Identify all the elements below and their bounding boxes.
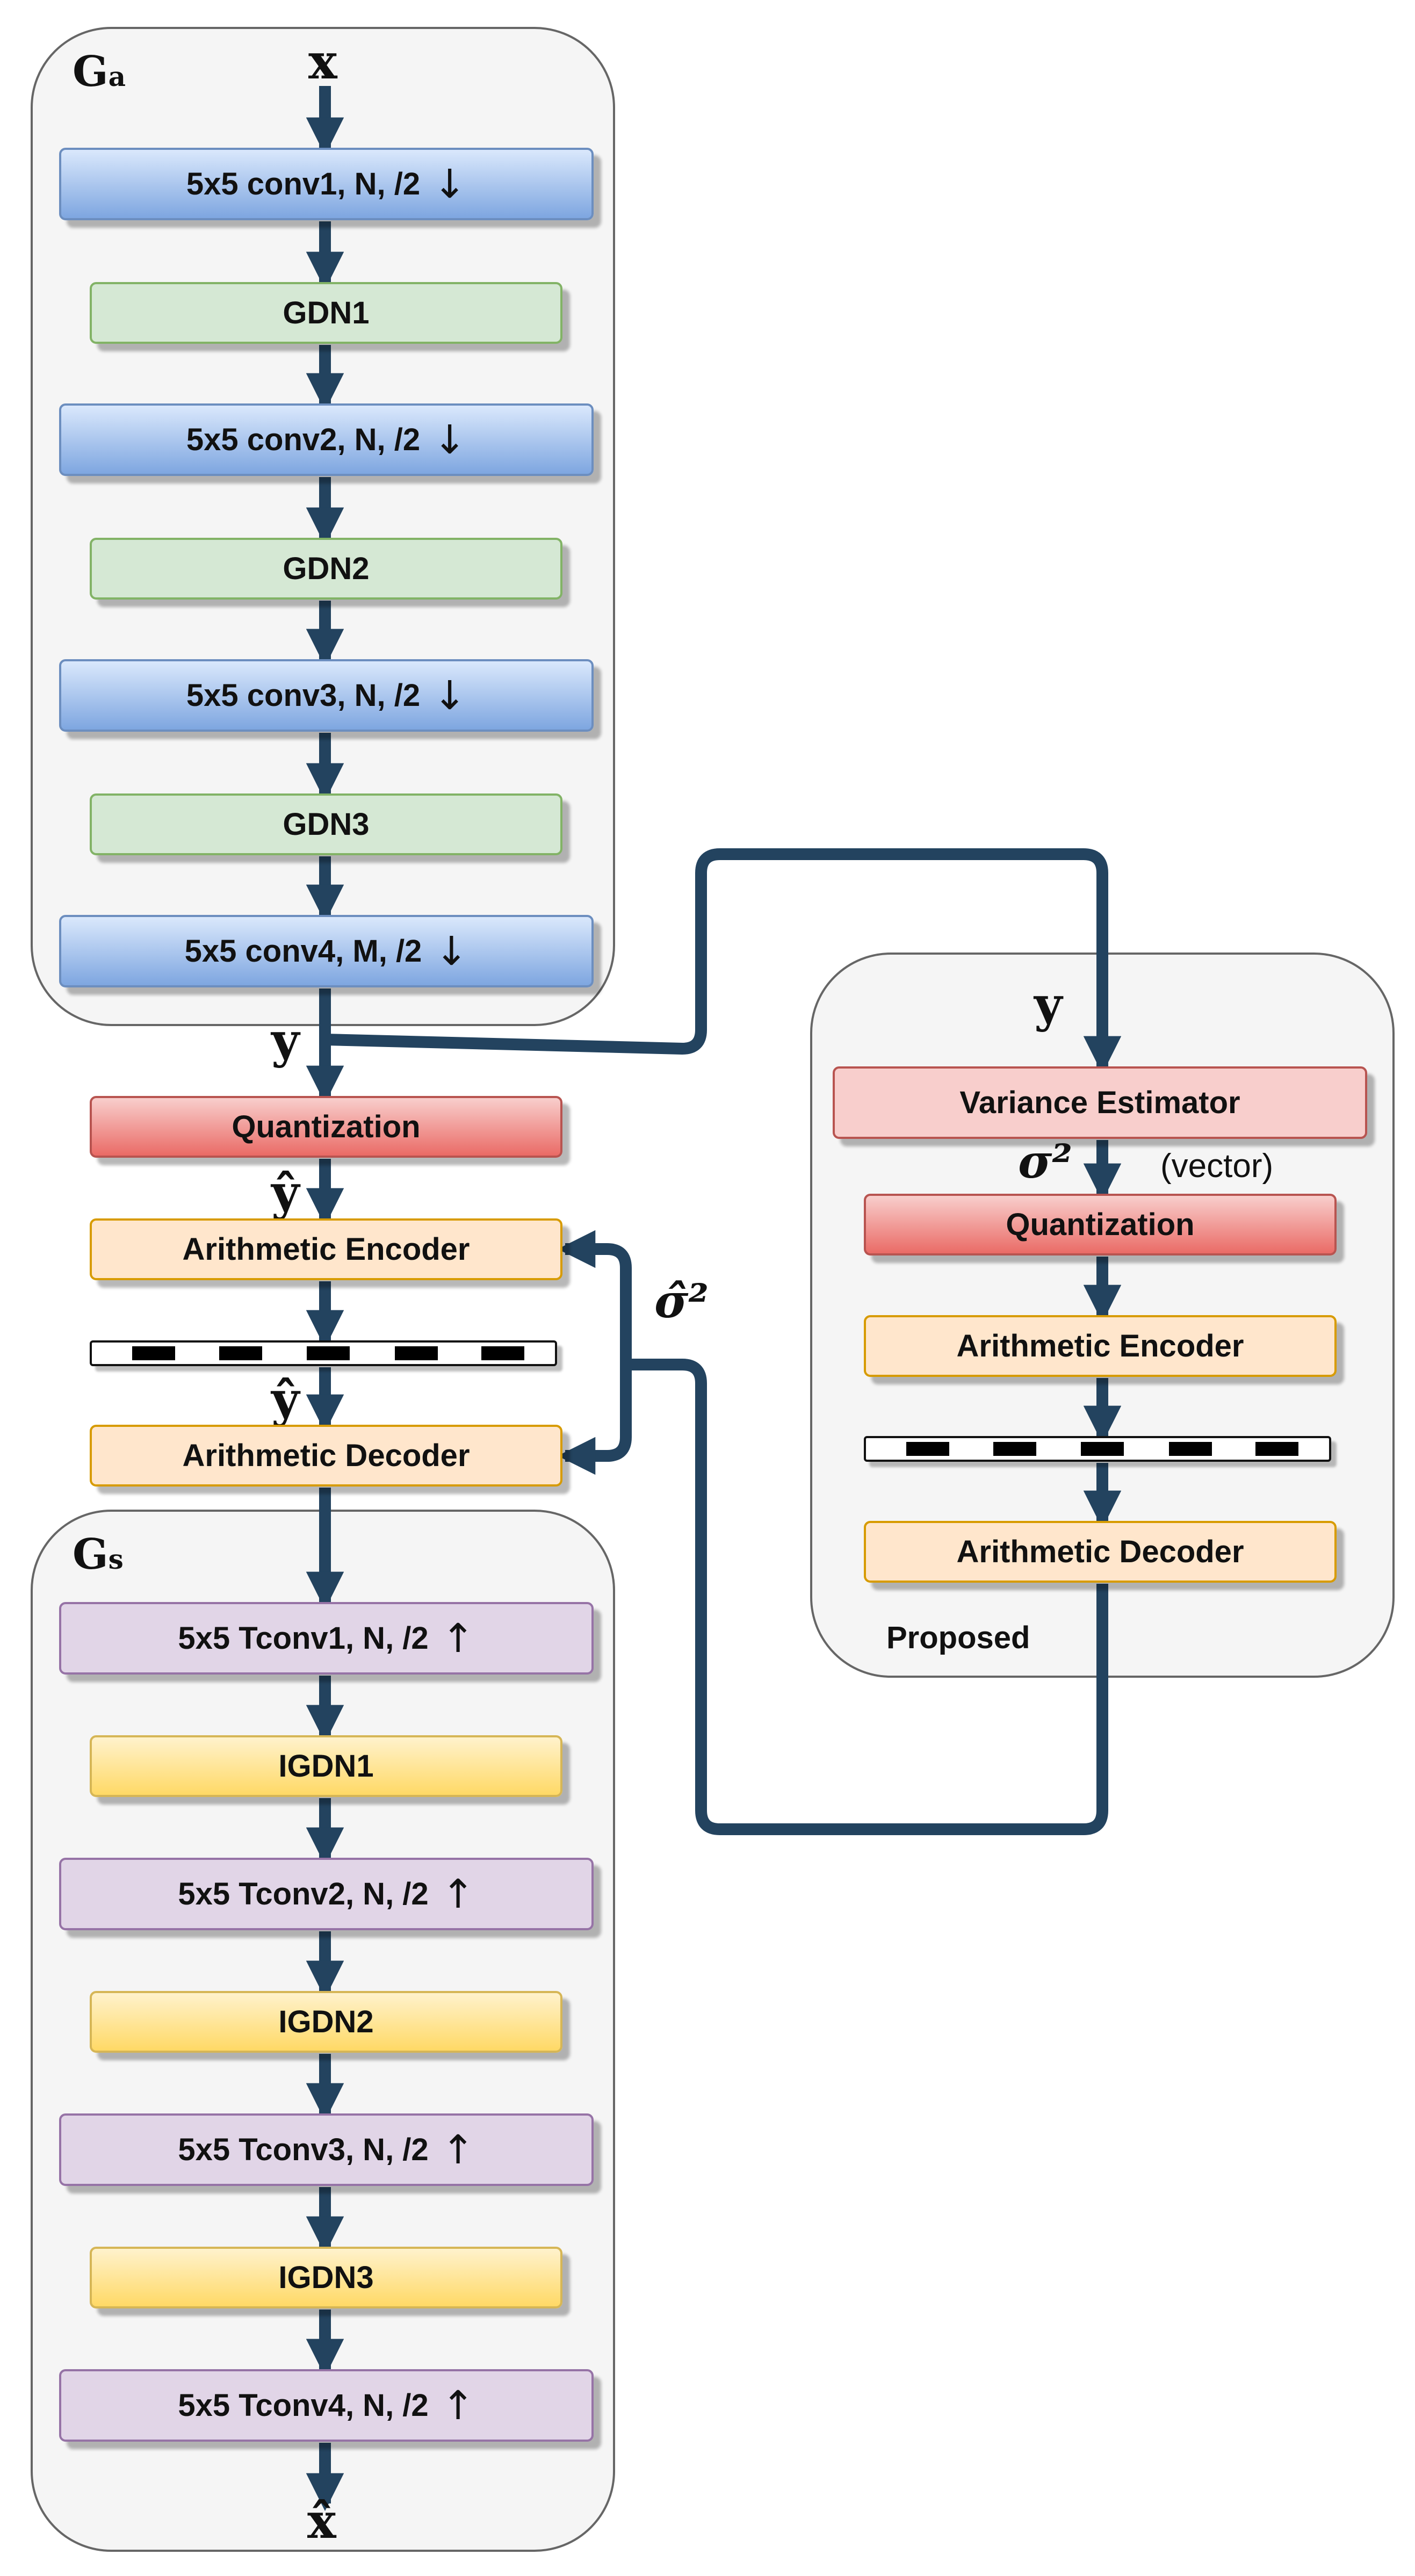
bit-mark xyxy=(395,1346,438,1360)
bit-mark xyxy=(481,1346,524,1360)
downsample-icon: ↓ xyxy=(435,928,468,975)
gdn1-label: GDN1 xyxy=(283,295,370,330)
bit-mark xyxy=(906,1442,949,1456)
proposed-bitstream-tape xyxy=(864,1436,1331,1462)
proposed-arithmetic-encoder-label: Arithmetic Encoder xyxy=(956,1329,1244,1363)
decoder-title-sub: s xyxy=(108,1543,124,1575)
igdn2-layer: IGDN2 xyxy=(90,1991,562,2053)
conv1-layer: 5x5 conv1, N, /2 ↓ xyxy=(59,148,594,220)
conv3-label: 5x5 conv3, N, /2 xyxy=(186,678,421,713)
tconv4-label: 5x5 Tconv4, N, /2 xyxy=(178,2388,429,2423)
proposed-input-label: y xyxy=(1034,976,1063,1033)
bit-mark xyxy=(307,1346,350,1360)
tconv2-label: 5x5 Tconv2, N, /2 xyxy=(178,1877,429,1911)
arithmetic-decoder-block: Arithmetic Decoder xyxy=(90,1425,562,1487)
bitstream-tape xyxy=(90,1340,557,1366)
encoder-title-sub: a xyxy=(108,61,126,92)
sigma-hat-label: σ̂² xyxy=(654,1274,709,1329)
igdn1-layer: IGDN1 xyxy=(90,1735,562,1797)
gdn2-layer: GDN2 xyxy=(90,538,562,600)
sigma-label: σ² xyxy=(1018,1135,1073,1189)
tconv3-label: 5x5 Tconv3, N, /2 xyxy=(178,2132,429,2167)
upsample-icon: ↑ xyxy=(441,1615,475,1662)
proposed-arithmetic-decoder-label: Arithmetic Decoder xyxy=(956,1534,1244,1569)
variance-estimator-label: Variance Estimator xyxy=(959,1085,1240,1120)
bit-mark xyxy=(993,1442,1036,1456)
reconstruction-label: x̂ xyxy=(307,2493,336,2550)
proposed-quantization-block: Quantization xyxy=(864,1194,1337,1255)
y-to-variance-estimator-arrow xyxy=(324,848,1122,1074)
sigma-hat-to-encoder-arrow xyxy=(557,1230,632,1365)
arithmetic-decoder-label: Arithmetic Decoder xyxy=(182,1438,470,1473)
bit-mark xyxy=(132,1346,175,1360)
decoder-title: Gs xyxy=(73,1534,124,1576)
conv3-layer: 5x5 conv3, N, /2 ↓ xyxy=(59,659,594,732)
quantization-block: Quantization xyxy=(90,1096,562,1158)
yhat-label-1: ŷ xyxy=(271,1164,300,1221)
conv2-label: 5x5 conv2, N, /2 xyxy=(186,422,421,457)
tconv2-layer: 5x5 Tconv2, N, /2 ↑ xyxy=(59,1858,594,1930)
downsample-icon: ↓ xyxy=(433,672,467,719)
tconv3-layer: 5x5 Tconv3, N, /2 ↑ xyxy=(59,2113,594,2186)
arithmetic-encoder-label: Arithmetic Encoder xyxy=(182,1232,470,1267)
downsample-icon: ↓ xyxy=(433,161,467,207)
igdn1-label: IGDN1 xyxy=(278,1749,374,1784)
conv2-layer: 5x5 conv2, N, /2 ↓ xyxy=(59,403,594,476)
igdn3-layer: IGDN3 xyxy=(90,2247,562,2308)
gdn2-label: GDN2 xyxy=(283,551,370,586)
tconv1-layer: 5x5 Tconv1, N, /2 ↑ xyxy=(59,1602,594,1675)
bit-mark xyxy=(1081,1442,1124,1456)
encoder-input-label: x xyxy=(308,33,337,90)
upsample-icon: ↑ xyxy=(441,2382,475,2429)
proposed-quantization-label: Quantization xyxy=(1006,1207,1195,1242)
latent-y-label: y xyxy=(271,1012,300,1069)
sigma-hat-feedback-wire xyxy=(626,1359,1108,1835)
gdn3-label: GDN3 xyxy=(283,807,370,842)
upsample-icon: ↑ xyxy=(441,1871,475,1917)
encoder-title: Ga xyxy=(73,51,126,93)
igdn3-label: IGDN3 xyxy=(278,2260,374,2295)
encoder-title-main: G xyxy=(73,47,109,96)
arithmetic-encoder-block: Arithmetic Encoder xyxy=(90,1218,562,1280)
tconv4-layer: 5x5 Tconv4, N, /2 ↑ xyxy=(59,2369,594,2442)
proposed-arithmetic-encoder-block: Arithmetic Encoder xyxy=(864,1315,1337,1377)
upsample-icon: ↑ xyxy=(441,2126,475,2173)
gdn3-layer: GDN3 xyxy=(90,793,562,855)
variance-estimator-block: Variance Estimator xyxy=(833,1066,1367,1139)
bit-mark xyxy=(219,1346,262,1360)
conv4-layer: 5x5 conv4, M, /2 ↓ xyxy=(59,915,594,987)
bit-mark xyxy=(1169,1442,1212,1456)
decoder-title-main: G xyxy=(73,1530,109,1579)
sigma-hat-to-decoder-arrow xyxy=(557,1365,632,1475)
vector-note: (vector) xyxy=(1160,1148,1274,1185)
proposed-arithmetic-decoder-block: Arithmetic Decoder xyxy=(864,1521,1337,1583)
downsample-icon: ↓ xyxy=(433,416,467,463)
igdn2-label: IGDN2 xyxy=(278,2004,374,2039)
proposed-caption: Proposed xyxy=(886,1620,1030,1655)
tconv1-label: 5x5 Tconv1, N, /2 xyxy=(178,1621,429,1656)
conv4-label: 5x5 conv4, M, /2 xyxy=(184,934,422,969)
conv1-label: 5x5 conv1, N, /2 xyxy=(186,167,421,201)
yhat-label-2: ŷ xyxy=(271,1371,300,1428)
quantization-label: Quantization xyxy=(232,1109,421,1144)
bit-mark xyxy=(1255,1442,1298,1456)
gdn1-layer: GDN1 xyxy=(90,282,562,344)
